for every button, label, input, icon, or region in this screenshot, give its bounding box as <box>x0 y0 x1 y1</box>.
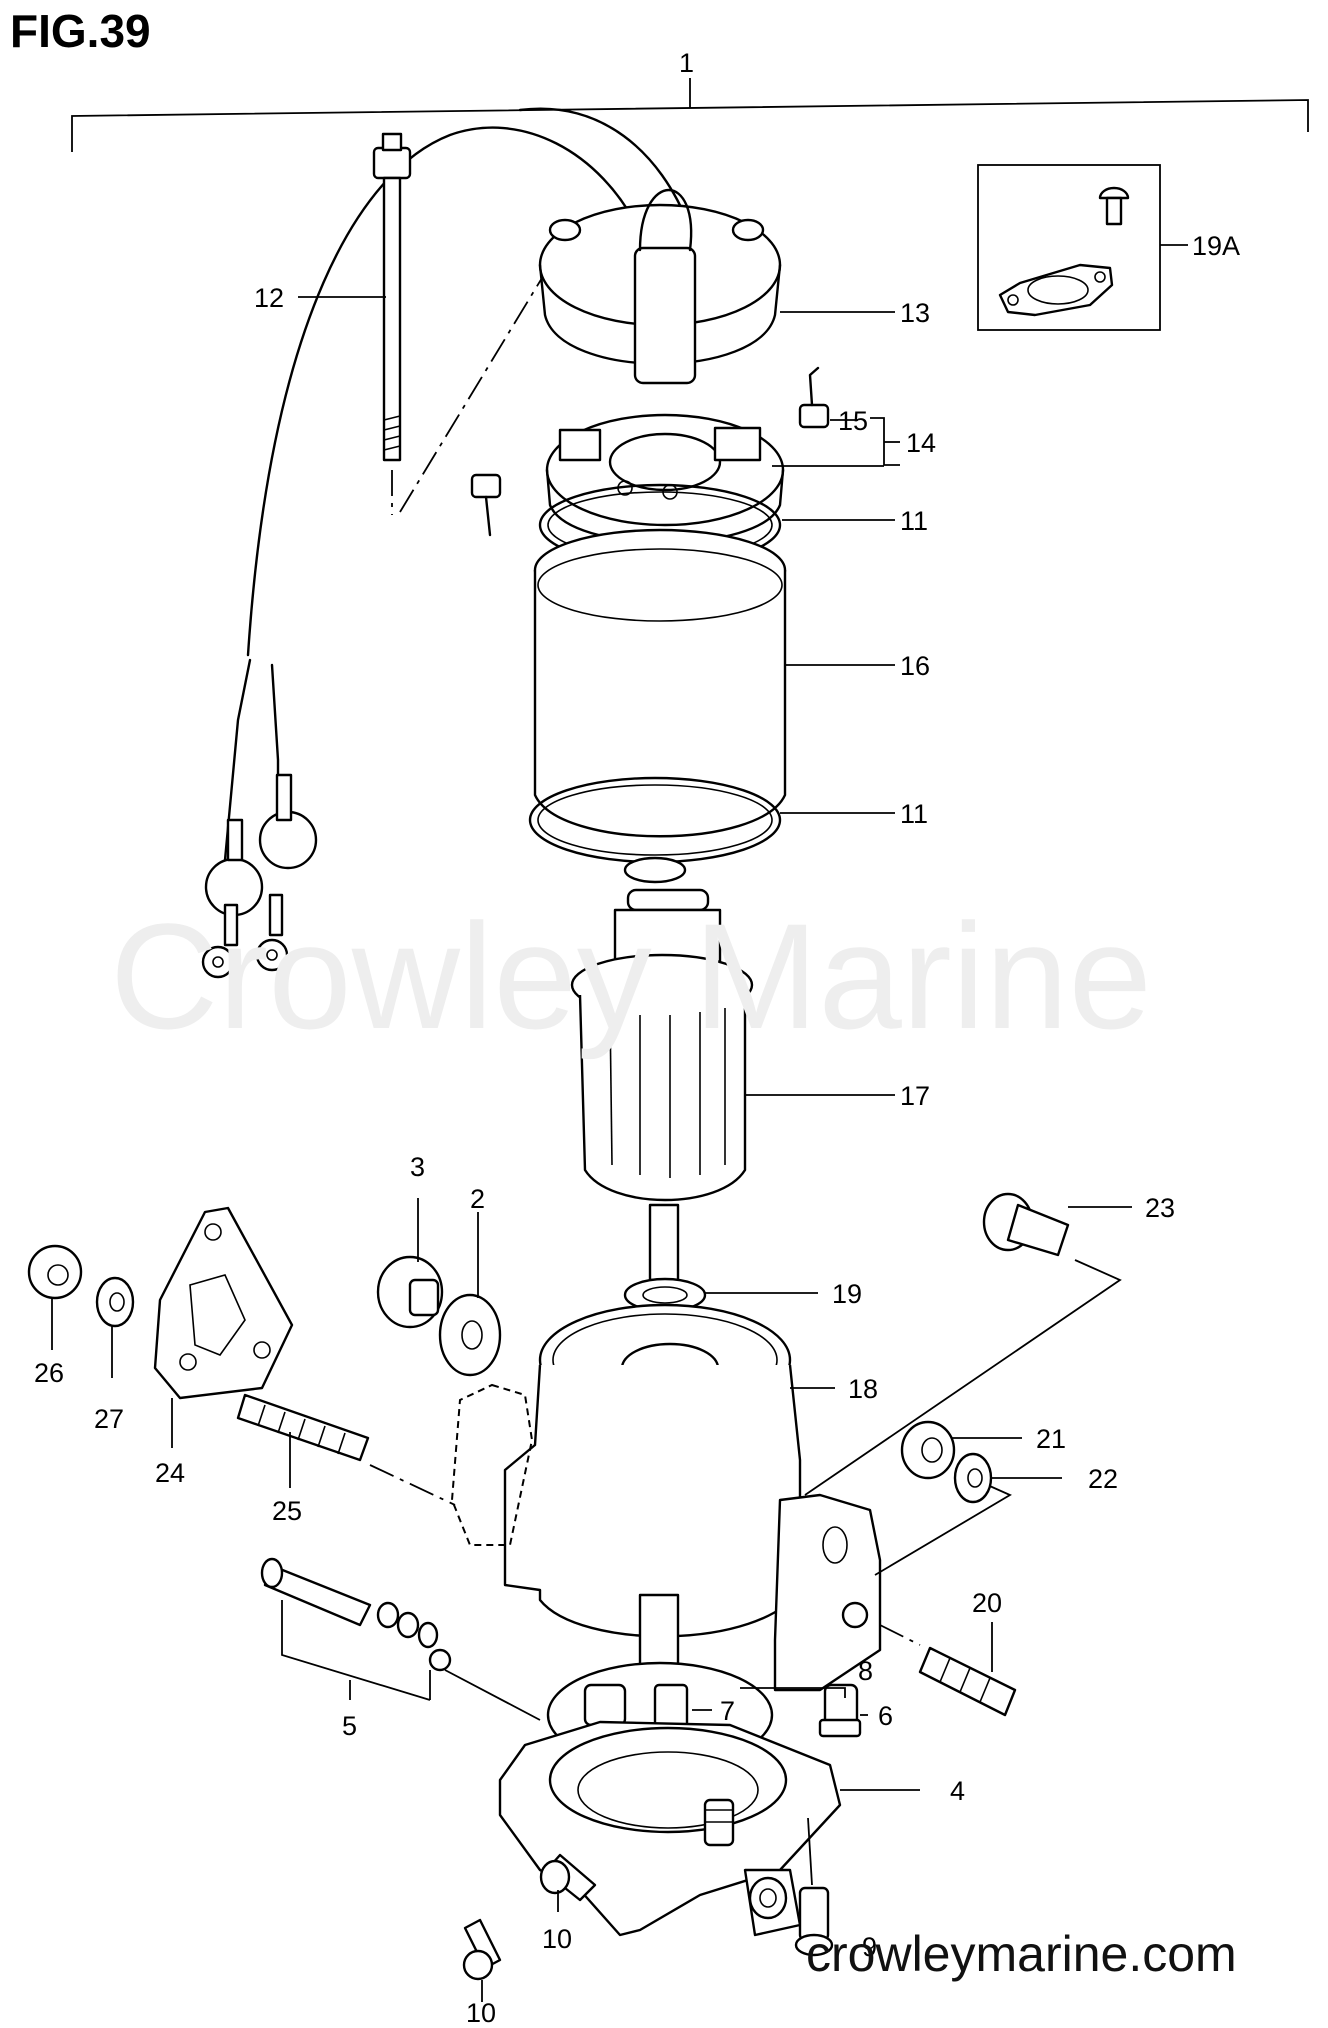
nut-21 <box>900 1420 956 1480</box>
callout-11-upper: 11 <box>900 506 928 536</box>
callout-15: 15 <box>838 406 868 436</box>
watermark: Crowley Marine <box>110 892 1152 1060</box>
callout-labels: 1 12 13 19A 15 14 11 16 11 17 3 2 23 19 … <box>34 48 1240 2028</box>
bolt-10-a <box>539 1853 597 1902</box>
plug-6 <box>818 1683 862 1738</box>
site-url: crowleymarine.com <box>806 1926 1237 1982</box>
stud-20 <box>879 1624 1017 1717</box>
washer-27 <box>95 1276 135 1328</box>
callout-3: 3 <box>410 1152 425 1182</box>
bolt-3 <box>376 1255 444 1329</box>
end-cap <box>538 189 782 385</box>
callout-6: 6 <box>878 1701 893 1731</box>
motor-cable <box>201 107 692 979</box>
assembly-bracket <box>71 78 1309 152</box>
figure-title: FIG.39 <box>10 5 151 57</box>
valve-assembly <box>260 1557 541 1721</box>
callout-11-lower: 11 <box>900 799 928 829</box>
callout-5: 5 <box>342 1711 357 1741</box>
callout-23: 23 <box>1145 1193 1175 1223</box>
gasket-dashed-outline <box>450 1383 534 1546</box>
callout-4: 4 <box>950 1776 965 1806</box>
washer-2 <box>438 1293 502 1377</box>
motor-bracket <box>503 1303 882 1692</box>
yoke-housing <box>533 528 787 838</box>
callout-26: 26 <box>34 1358 64 1388</box>
brush-holder <box>470 366 830 544</box>
callout-10-b: 10 <box>466 1998 496 2028</box>
callout-22: 22 <box>1088 1464 1118 1494</box>
bolt-9 <box>794 1817 834 1957</box>
callout-19: 19 <box>832 1279 862 1309</box>
leader-lines <box>51 244 1188 2002</box>
callout-12: 12 <box>254 283 284 313</box>
pump-body <box>498 1720 842 1937</box>
callout-2: 2 <box>470 1184 485 1214</box>
inset-box-19a <box>977 164 1161 331</box>
callout-8: 8 <box>858 1656 873 1686</box>
nut-26 <box>27 1244 83 1300</box>
leader-bracket-bolts <box>804 1259 1122 1496</box>
callout-1: 1 <box>679 48 694 78</box>
washer-22 <box>953 1452 993 1504</box>
gasket-plate <box>153 1206 294 1400</box>
callout-20: 20 <box>972 1588 1002 1618</box>
callout-16: 16 <box>900 651 930 681</box>
callout-19a: 19A <box>1192 231 1240 261</box>
callout-13: 13 <box>900 298 930 328</box>
callout-21: 21 <box>1036 1424 1066 1454</box>
callout-27: 27 <box>94 1404 124 1434</box>
callout-7: 7 <box>720 1696 735 1726</box>
callout-24: 24 <box>155 1458 185 1488</box>
callout-17: 17 <box>900 1081 930 1111</box>
callout-10-a: 10 <box>542 1924 572 1954</box>
through-bolt <box>372 132 566 515</box>
o-ring-lower-inner <box>537 784 773 856</box>
stud-25 <box>236 1393 456 1506</box>
callout-25: 25 <box>272 1496 302 1526</box>
callout-14: 14 <box>906 428 936 458</box>
bolt-23 <box>982 1192 1070 1257</box>
bolt-10-b <box>462 1918 502 1981</box>
callout-9: 9 <box>862 1932 877 1962</box>
callout-18: 18 <box>848 1374 878 1404</box>
